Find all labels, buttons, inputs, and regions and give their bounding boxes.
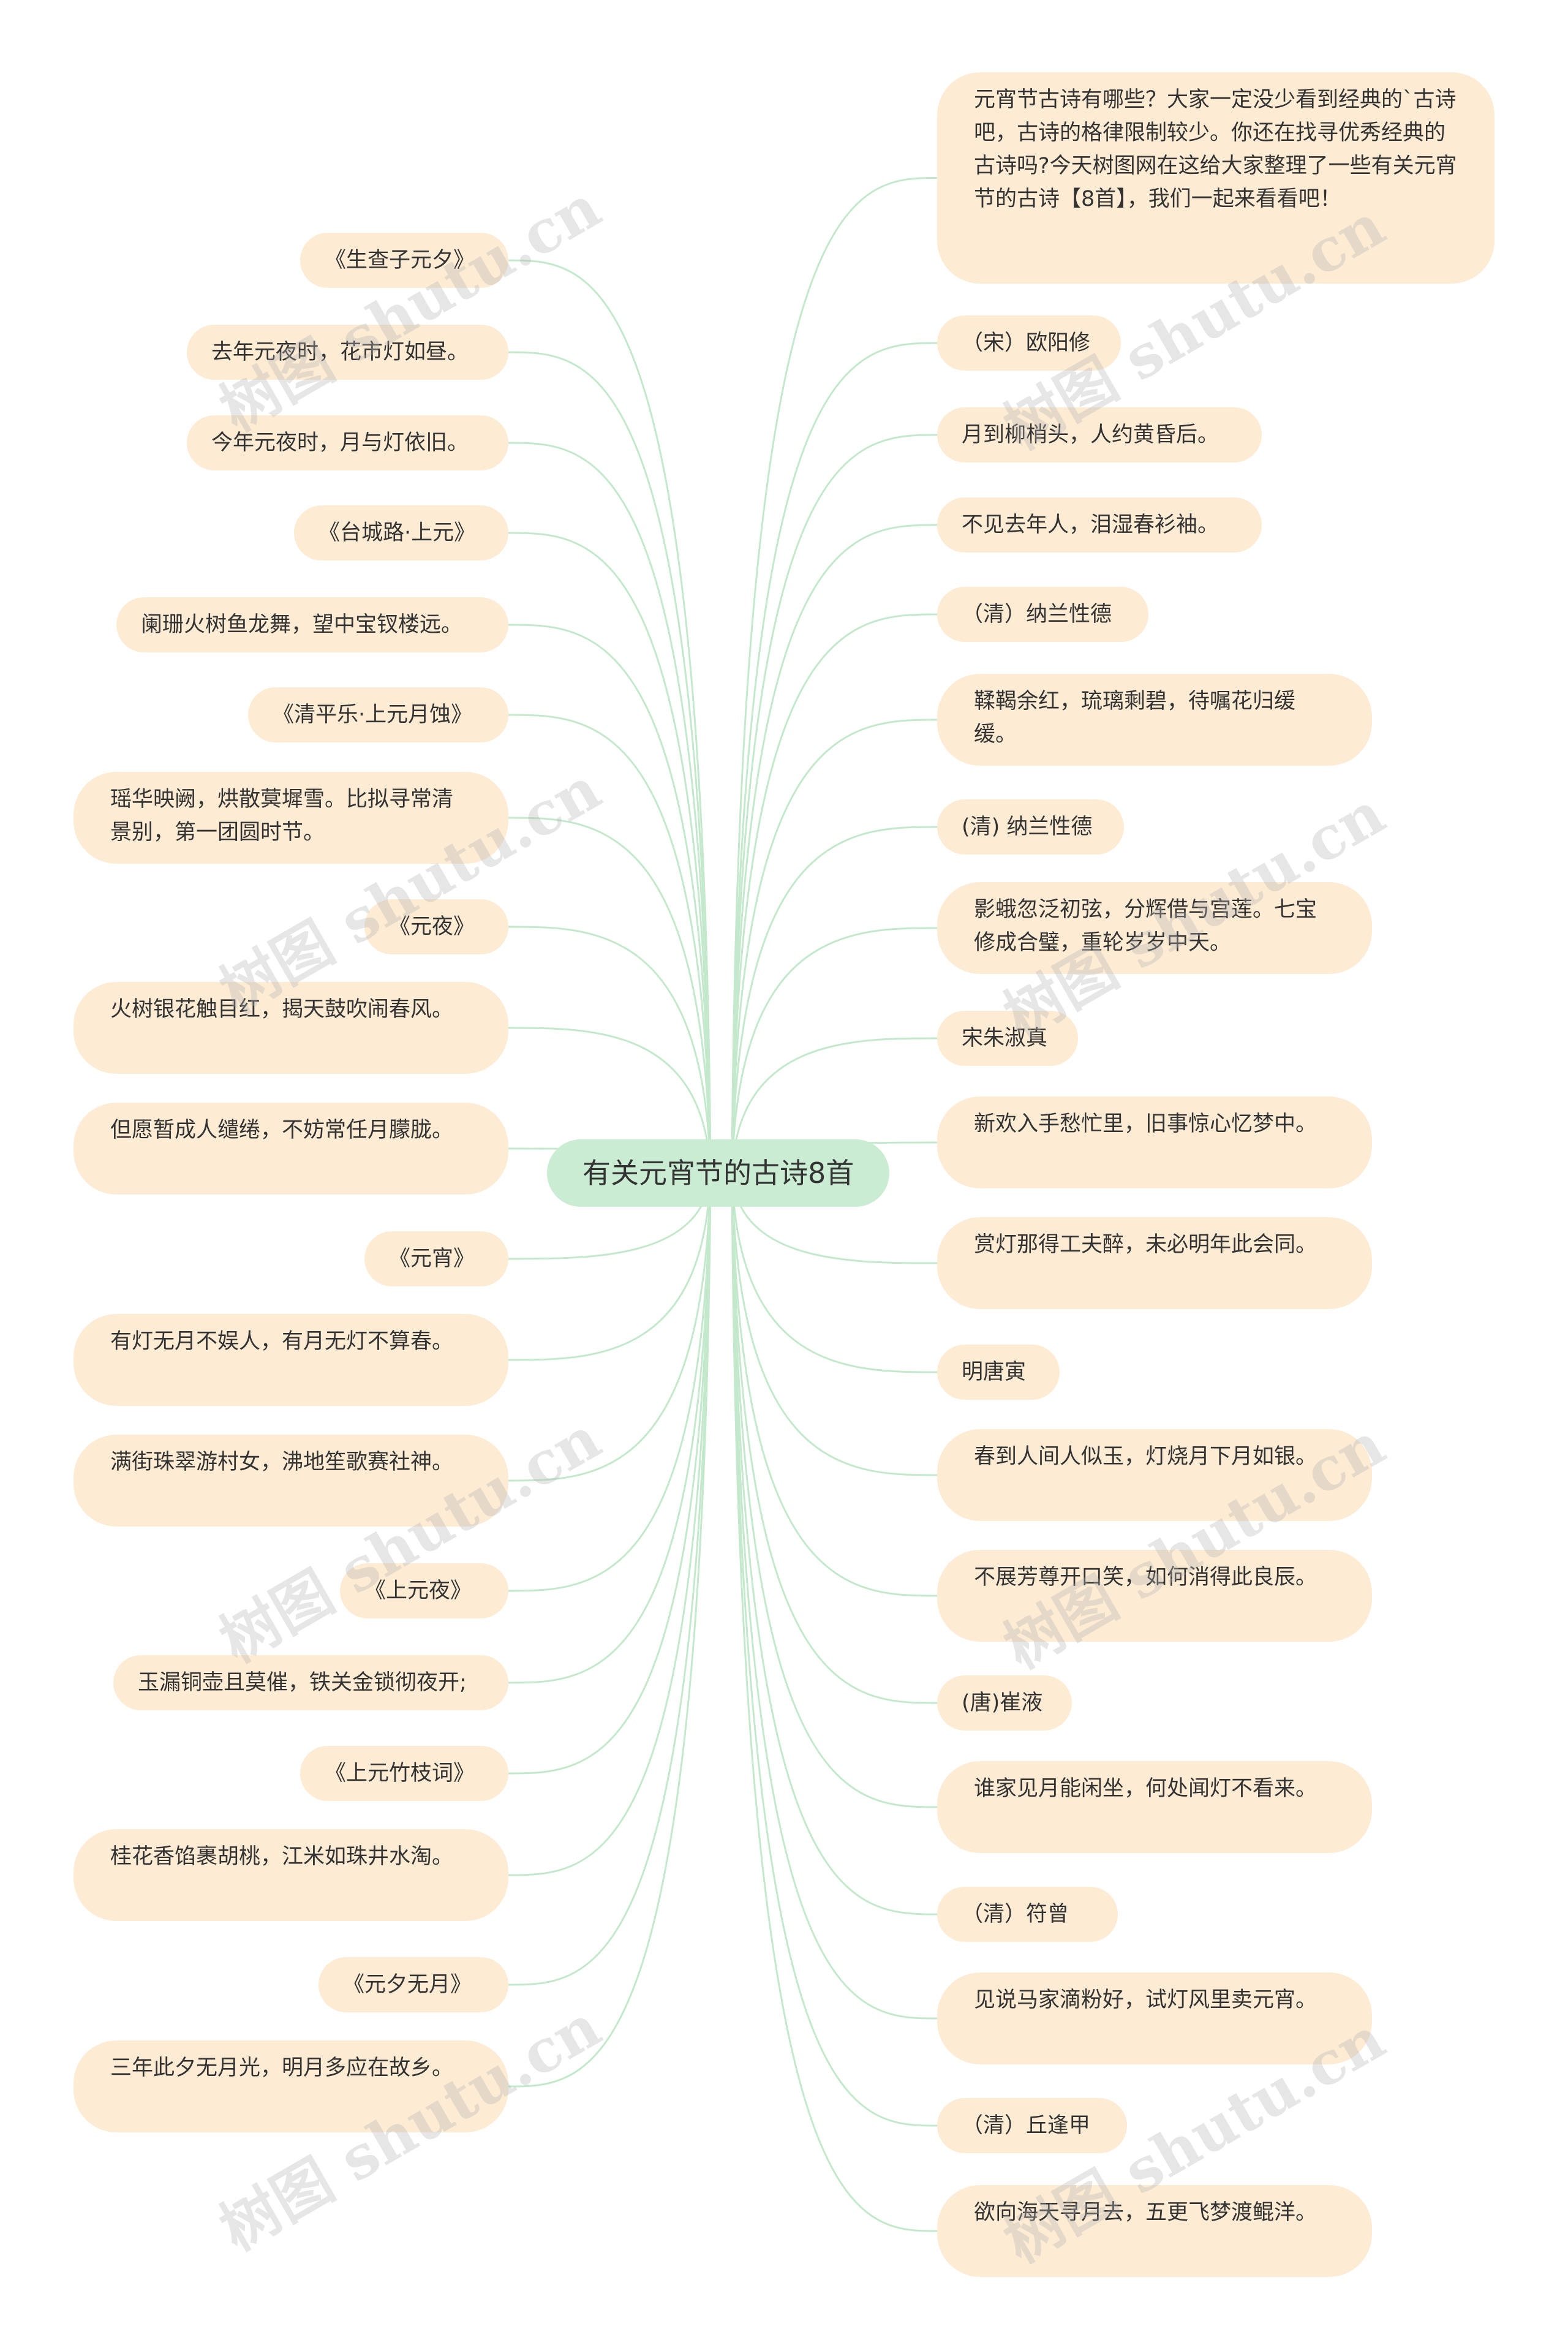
connector-line xyxy=(731,1172,938,2127)
right-topic-node[interactable]: 不见去年人，泪湿春衫袖。 xyxy=(937,497,1262,553)
connector-line xyxy=(731,613,938,1174)
right-topic-node[interactable]: 见说马家滴粉好，试灯风里卖元宵。 xyxy=(937,1972,1372,2064)
connector-line xyxy=(508,1172,712,1592)
right-topic-node[interactable]: 谁家见月能闲坐，何处闻灯不看来。 xyxy=(937,1761,1372,1853)
right-topic-node[interactable]: (唐)崔液 xyxy=(937,1675,1072,1731)
connector-line xyxy=(731,1037,938,1174)
connector-line xyxy=(508,351,712,1174)
left-topic-node[interactable]: 《上元夜》 xyxy=(340,1563,508,1618)
connector-line xyxy=(731,177,938,1174)
left-topic-node[interactable]: 《台城路·上元》 xyxy=(294,505,508,561)
right-topic-node[interactable]: 欲向海天寻月去，五更飞梦渡鲲洋。 xyxy=(937,2185,1372,2277)
right-topic-node[interactable]: 影蛾忽泛初弦，分辉借与宫莲。七宝修成合璧，重轮岁岁中天。 xyxy=(937,882,1372,974)
left-topic-node[interactable]: 火树银花触目红，揭天鼓吹闹春风。 xyxy=(74,982,508,1074)
left-topic-node[interactable]: 《元夜》 xyxy=(364,899,508,954)
connector-line xyxy=(731,1172,938,1373)
connector-line xyxy=(508,1027,712,1174)
connector-line xyxy=(731,524,938,1174)
right-topic-node[interactable]: 不展芳尊开口笑，如何消得此良辰。 xyxy=(937,1550,1372,1642)
connector-line xyxy=(508,926,712,1174)
left-topic-node[interactable]: 《元夕无月》 xyxy=(318,1957,508,2012)
connector-line xyxy=(731,434,938,1174)
root-topic[interactable]: 有关元宵节的古诗8首 xyxy=(547,1139,890,1207)
right-topic-node[interactable]: 元宵节古诗有哪些？大家一定没少看到经典的`古诗吧，古诗的格律限制较少。你还在找寻… xyxy=(937,72,1494,284)
left-topic-node[interactable]: 《上元竹枝词》 xyxy=(300,1746,508,1801)
right-topic-node[interactable]: 新欢入手愁忙里，旧事惊心忆梦中。 xyxy=(937,1097,1372,1188)
right-topic-node[interactable]: （清）符曾 xyxy=(937,1887,1118,1942)
left-topic-node[interactable]: 玉漏铜壶且莫催，铁关金锁彻夜开; xyxy=(113,1655,508,1710)
left-topic-node[interactable]: 桂花香馅裹胡桃，江米如珠井水淘。 xyxy=(74,1829,508,1921)
left-topic-node[interactable]: 《元宵》 xyxy=(364,1231,508,1286)
connector-line xyxy=(731,1172,938,1597)
connector-line xyxy=(731,1172,938,1704)
connector-line xyxy=(731,1172,938,1476)
right-topic-node[interactable]: (清) 纳兰性德 xyxy=(937,799,1124,855)
right-topic-node[interactable]: 月到柳梢头，人约黄昏后。 xyxy=(937,407,1262,462)
right-topic-node[interactable]: （清）纳兰性德 xyxy=(937,587,1148,642)
left-topic-node[interactable]: 今年元夜时，月与灯依旧。 xyxy=(187,415,508,470)
connector-line xyxy=(508,817,712,1174)
connector-line xyxy=(731,927,938,1174)
connector-line xyxy=(508,1172,712,1361)
left-topic-node[interactable]: 阑珊火树鱼龙舞，望中宝钗楼远。 xyxy=(116,597,508,652)
right-topic-node[interactable]: （清）丘逢甲 xyxy=(937,2098,1127,2153)
connector-line xyxy=(731,1172,938,1916)
connector-line xyxy=(731,1172,938,2020)
connector-line xyxy=(508,1172,712,1986)
left-topic-node[interactable]: 有灯无月不娱人，有月无灯不算春。 xyxy=(74,1314,508,1406)
connector-line xyxy=(508,442,712,1174)
left-topic-node[interactable]: 三年此夕无月光，明月多应在故乡。 xyxy=(74,2040,508,2132)
connector-line xyxy=(731,719,938,1174)
left-topic-node[interactable]: 去年元夜时，花市灯如昼。 xyxy=(187,325,508,380)
left-topic-node[interactable]: 《清平乐·上元月蚀》 xyxy=(248,687,508,742)
connector-line xyxy=(508,1172,712,1775)
connector-line xyxy=(508,1172,712,1482)
left-topic-node[interactable]: 《生查子元夕》 xyxy=(300,233,508,288)
connector-line xyxy=(508,714,712,1174)
connector-line xyxy=(731,342,938,1174)
connector-line xyxy=(508,1172,712,1876)
right-topic-node[interactable]: 赏灯那得工夫醉，未必明年此会同。 xyxy=(937,1217,1372,1309)
connector-line xyxy=(731,1172,938,2232)
connector-line xyxy=(508,1172,712,2088)
connector-line xyxy=(731,826,938,1174)
right-topic-node[interactable]: 宋朱淑真 xyxy=(937,1011,1078,1066)
right-topic-node[interactable]: 明唐寅 xyxy=(937,1345,1060,1400)
right-topic-node[interactable]: （宋）欧阳修 xyxy=(937,315,1121,371)
left-topic-node[interactable]: 满街珠翠游村女，沸地笙歌赛社神。 xyxy=(74,1435,508,1527)
connector-line xyxy=(508,624,712,1174)
connector-line xyxy=(731,1172,938,1808)
left-topic-node[interactable]: 但愿暂成人缱绻，不妨常任月朦胧。 xyxy=(74,1103,508,1195)
left-topic-node[interactable]: 瑶华映阙，烘散蓂墀雪。比拟寻常清景别，第一团圆时节。 xyxy=(74,772,508,864)
right-topic-node[interactable]: 鞣鞨余红，琉璃剩碧，待嘱花归缓缓。 xyxy=(937,674,1372,766)
right-topic-node[interactable]: 春到人间人似玉，灯烧月下月如银。 xyxy=(937,1429,1372,1521)
connector-line xyxy=(508,259,712,1174)
connector-line xyxy=(508,1172,712,1684)
connector-line xyxy=(508,532,712,1174)
